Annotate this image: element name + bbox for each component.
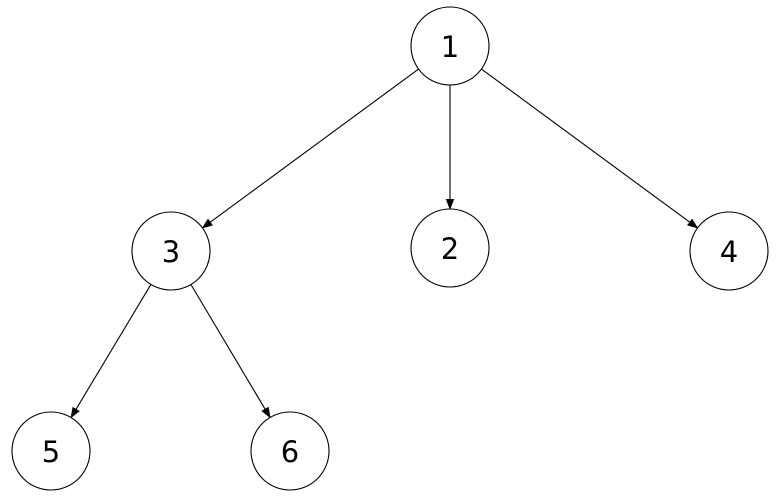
nodes-layer: 1 2 3 4 5 6: [11, 6, 769, 491]
node-label: 5: [42, 435, 60, 469]
arrow-head-icon: [201, 218, 213, 229]
arrow-head-icon: [261, 406, 271, 419]
edge-line: [74, 284, 152, 411]
edge-1-to-3: [201, 68, 419, 229]
node-circle[interactable]: [131, 211, 211, 291]
edges-layer: [70, 68, 699, 419]
edge-1-to-4: [481, 68, 699, 229]
graph-node-6[interactable]: 6: [250, 411, 330, 491]
node-label: 6: [281, 435, 299, 469]
edge-line: [481, 68, 692, 224]
node-circle[interactable]: [410, 6, 490, 86]
node-label: 3: [162, 235, 180, 269]
node-circle[interactable]: [250, 411, 330, 491]
node-circle[interactable]: [410, 208, 490, 288]
edge-3-to-5: [70, 284, 152, 419]
arrow-head-icon: [687, 218, 699, 229]
graph-node-4[interactable]: 4: [689, 211, 769, 291]
graph-node-3[interactable]: 3: [131, 211, 211, 291]
edge-3-to-6: [190, 284, 271, 419]
node-label: 2: [441, 232, 459, 266]
arrow-head-icon: [70, 406, 80, 419]
graph-node-5[interactable]: 5: [11, 411, 91, 491]
graph-node-1[interactable]: 1: [410, 6, 490, 86]
edge-line: [208, 68, 419, 224]
node-label: 1: [441, 30, 459, 64]
graph-node-2[interactable]: 2: [410, 208, 490, 288]
node-circle[interactable]: [689, 211, 769, 291]
edge-line: [190, 284, 267, 411]
edge-1-to-2: [445, 85, 455, 210]
arrow-head-icon: [445, 199, 455, 210]
node-circle[interactable]: [11, 411, 91, 491]
node-label: 4: [720, 235, 738, 269]
